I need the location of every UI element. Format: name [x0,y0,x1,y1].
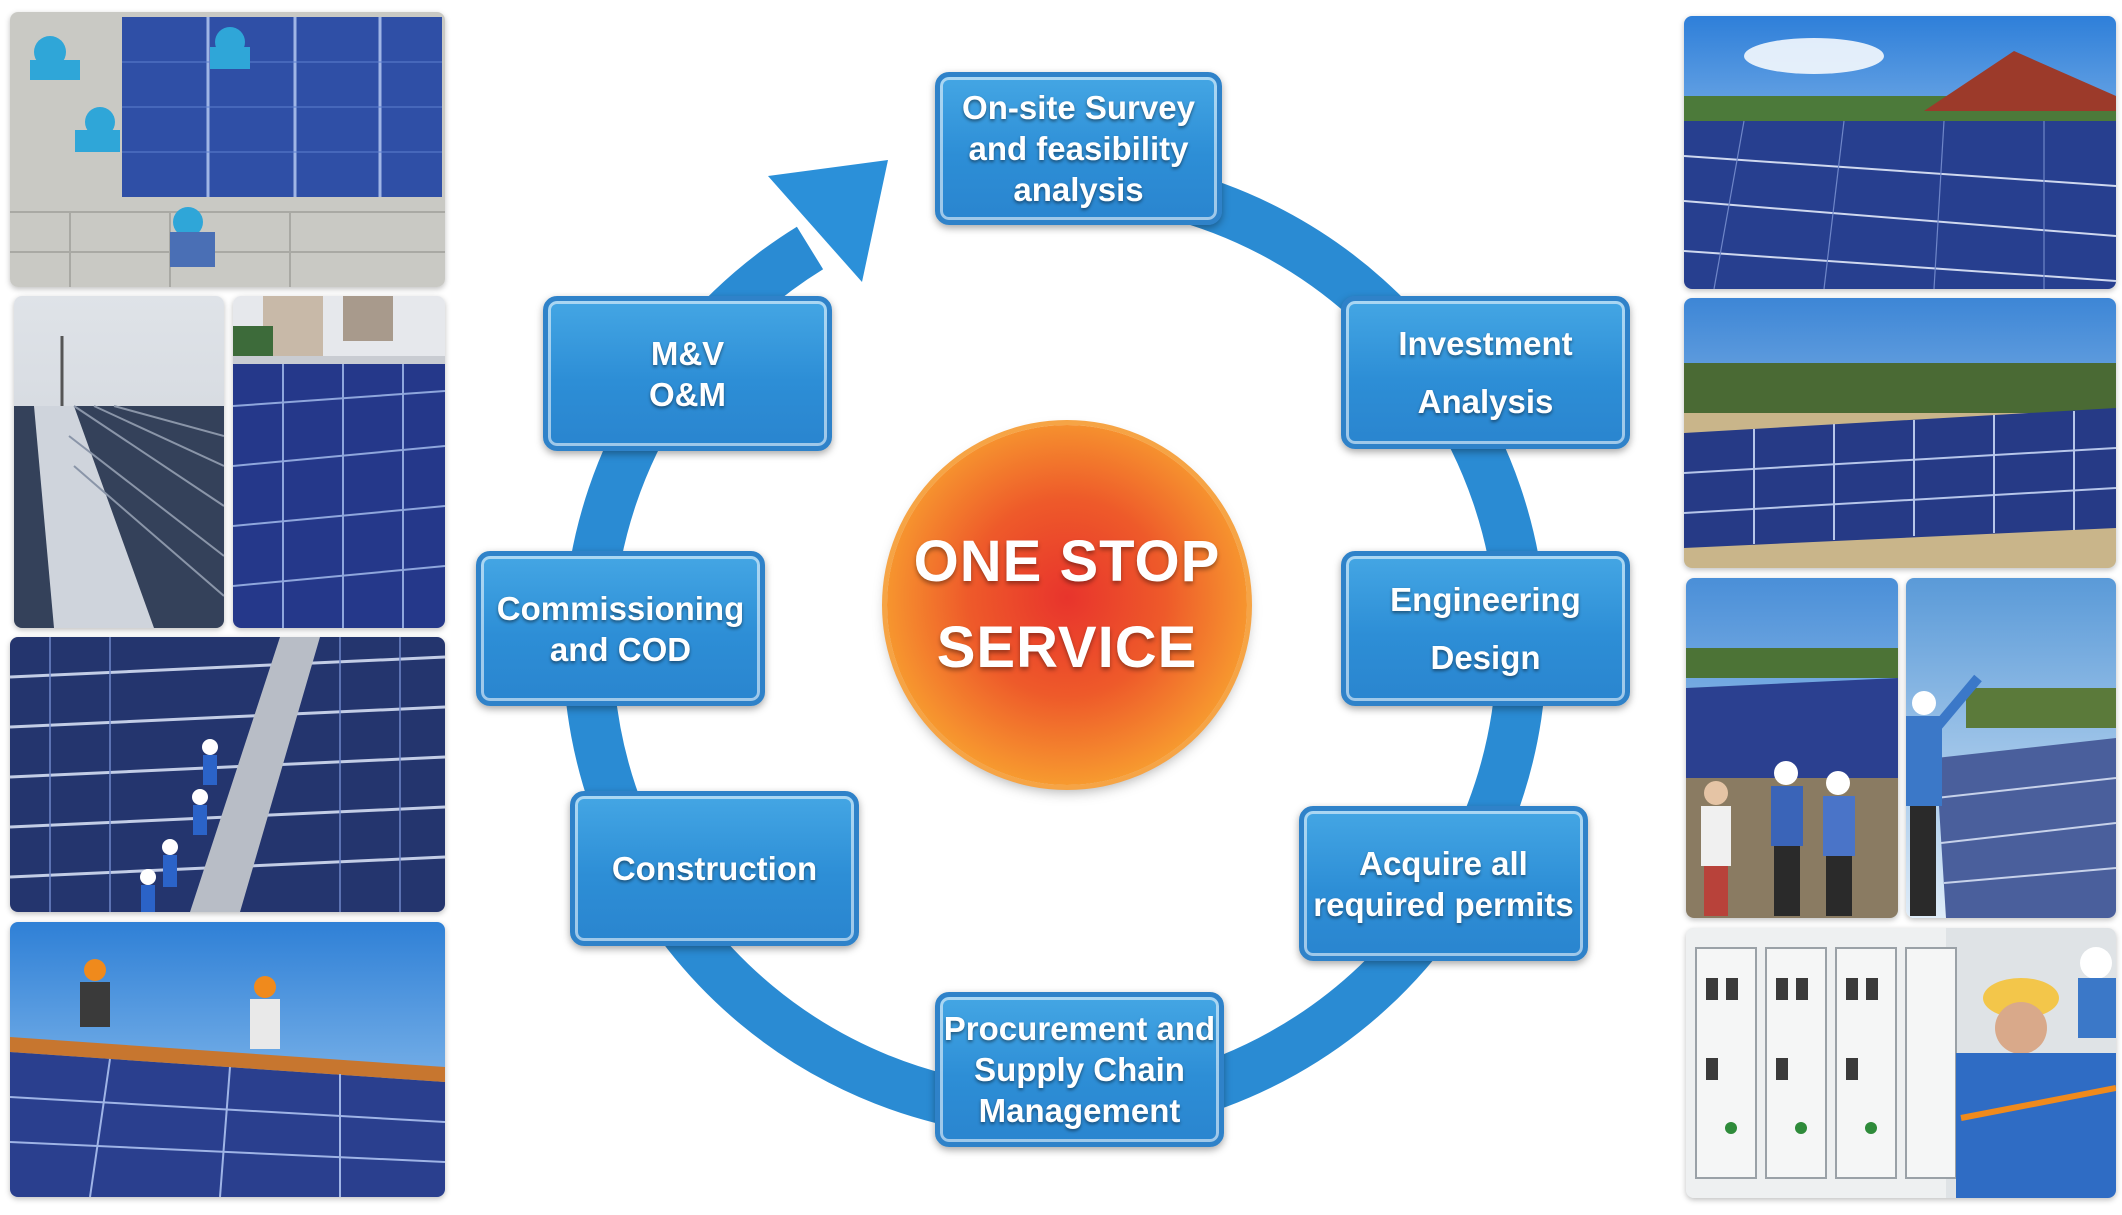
engineer-pointing-photo [1906,578,2116,918]
step-onsite-survey-line-1: On-site Survey [962,89,1195,126]
factory-roof-panels-photo [14,296,224,628]
step-construction-line-1: Construction [611,850,818,887]
cycle-arrowhead [768,160,888,282]
step-procurement-line-3: Management [978,1092,1181,1129]
step-procurement-line-1: Procurement and [943,1010,1216,1047]
step-commissioning-line-1: Commissioning [496,589,745,627]
ground-mounted-array-photo [1684,298,2116,568]
rooftop-installers-photo [10,12,445,287]
step-acquire-permits: Acquire all required permits [1299,806,1588,961]
step-acquire-permits-line-2: required permits [1313,885,1574,923]
step-mv-om: M&V O&M [543,296,832,451]
step-acquire-permits-line-1: Acquire all [1359,844,1528,882]
hub-title-line-2: SERVICE [936,615,1198,680]
step-engineering-design-line-2: Design [1430,638,1541,676]
step-procurement-line-2: Supply Chain [974,1051,1185,1088]
electrical-cabinet-technician-photo [1686,928,2116,1198]
step-procurement: Procurement and Supply Chain Management [935,992,1224,1147]
step-investment-analysis-line-2: Analysis [1417,382,1554,420]
tilted-panels-building-photo [233,296,445,628]
one-stop-service-hub: ONE STOP SERVICE [887,425,1247,785]
hub-title-line-1: ONE STOP [913,529,1221,594]
step-commissioning: Commissioning and COD [476,551,765,706]
panels-with-red-roof-photo [1684,16,2116,289]
step-onsite-survey-line-2: and feasibility [968,130,1189,167]
step-investment-analysis-line-1: Investment [1398,324,1573,362]
step-onsite-survey: On-site Survey and feasibility analysis [935,72,1222,225]
installers-with-helmets-photo [10,922,445,1197]
engineers-inspecting-site-photo [1686,578,1898,918]
step-engineering-design-line-1: Engineering [1390,580,1581,618]
step-commissioning-line-2: and COD [549,630,692,668]
step-construction: Construction [570,791,859,946]
step-mv-om-line-1: M&V [650,334,725,372]
workers-on-roof-walkway-photo [10,637,445,912]
step-onsite-survey-line-3: analysis [1013,171,1144,208]
step-engineering-design: Engineering Design [1341,551,1630,706]
step-mv-om-line-2: O&M [649,375,726,413]
step-investment-analysis: Investment Analysis [1341,296,1630,449]
